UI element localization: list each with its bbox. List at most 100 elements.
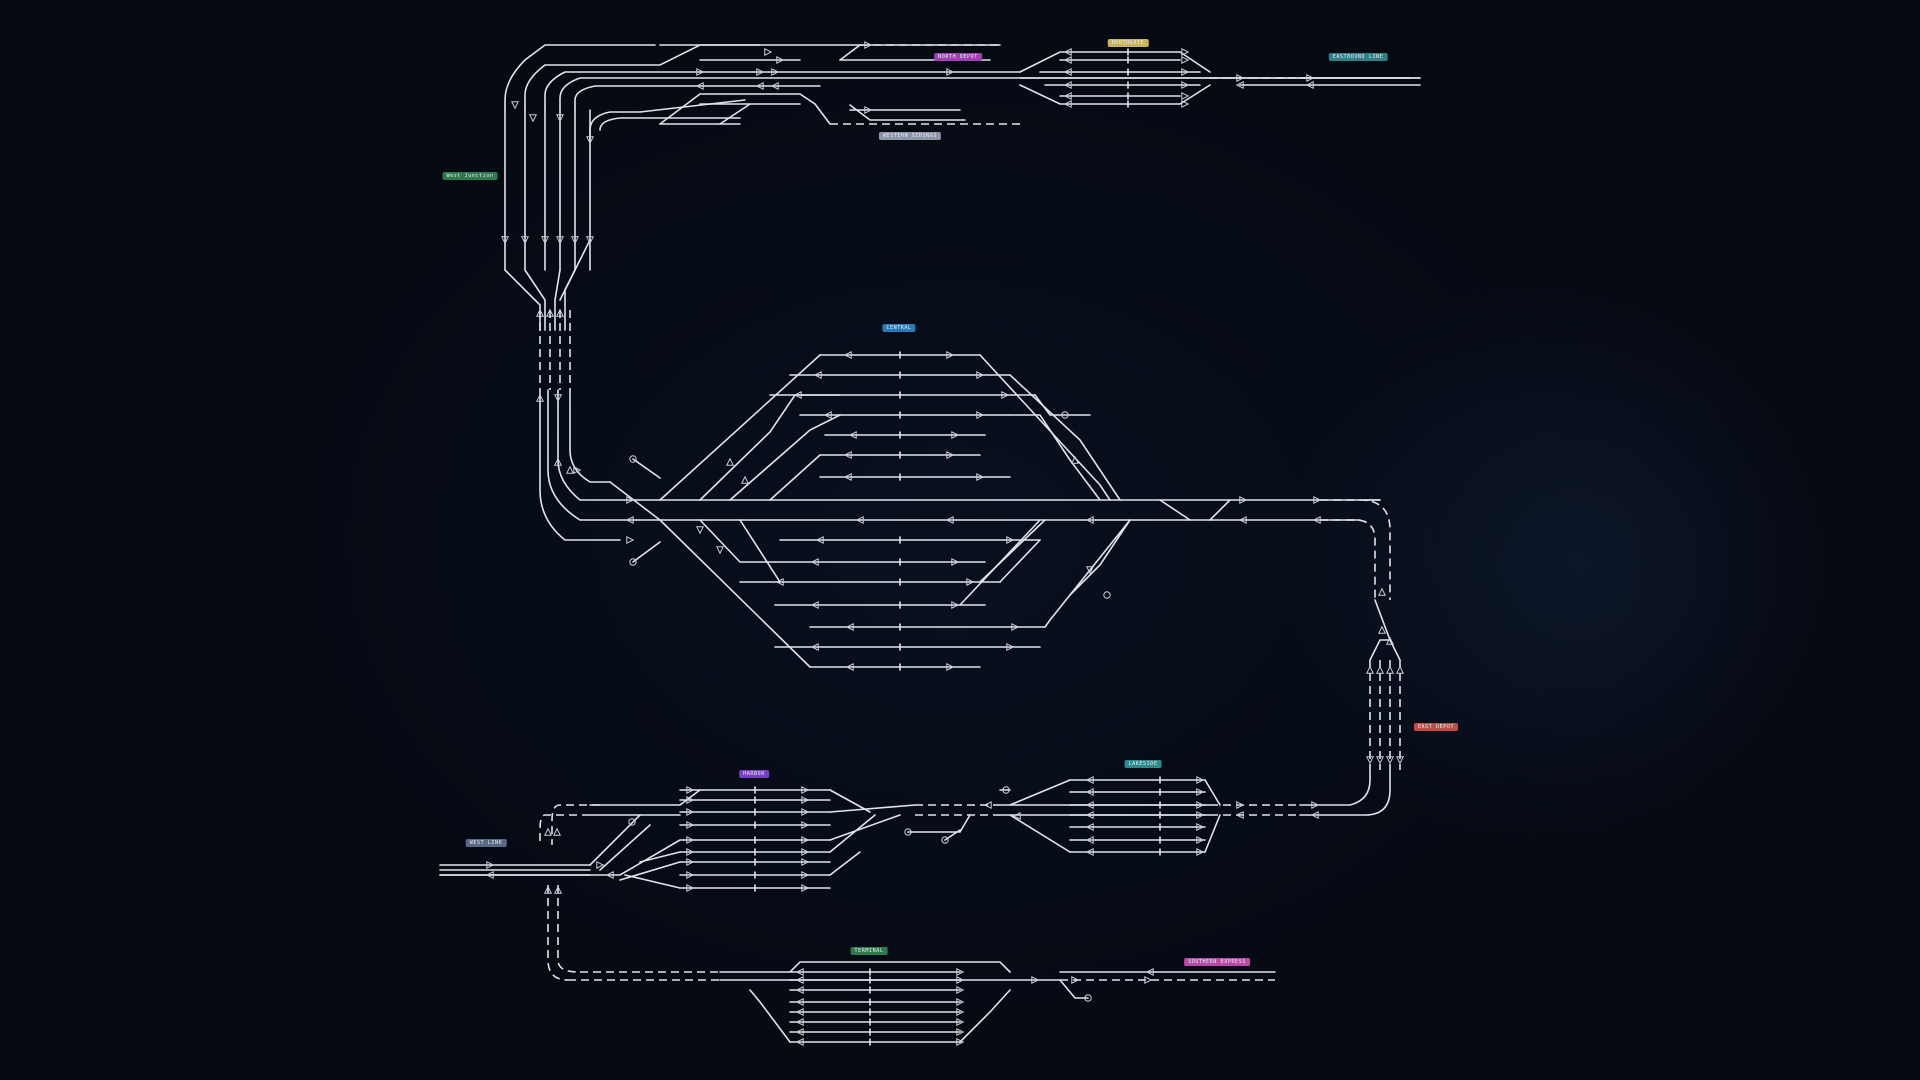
signal-icon[interactable] (810, 642, 819, 652)
signal-icon[interactable] (956, 1017, 965, 1027)
south-terminal-siding[interactable] (1059, 979, 1089, 999)
signal-icon[interactable] (596, 860, 605, 870)
signal-icon[interactable] (810, 557, 819, 567)
signal-icon[interactable] (1365, 665, 1375, 674)
signal-icon[interactable] (945, 515, 954, 525)
signal-icon[interactable] (1181, 67, 1190, 77)
south-a-west-3[interactable] (619, 861, 681, 881)
signal-icon[interactable] (1001, 390, 1010, 400)
south-a-west-2[interactable] (639, 851, 681, 863)
buffer-stop-icon[interactable] (629, 558, 637, 566)
signal-icon[interactable] (555, 114, 565, 123)
buffer-stop-icon[interactable] (628, 818, 636, 826)
central-crossover-2[interactable] (1209, 499, 1231, 521)
signal-icon[interactable] (545, 308, 555, 317)
central-throat-ne-3[interactable] (1034, 394, 1091, 416)
signal-icon[interactable] (1085, 835, 1094, 845)
signal-icon[interactable] (966, 577, 975, 587)
south-b-throat-3[interactable] (1204, 779, 1221, 806)
signal-icon[interactable] (1063, 91, 1072, 101)
signal-icon[interactable] (535, 308, 545, 317)
signal-icon[interactable] (946, 450, 955, 460)
west-trunk-curve-4[interactable] (569, 389, 611, 483)
south-b-throat-1[interactable] (1009, 779, 1071, 806)
signal-icon[interactable] (695, 526, 705, 535)
signal-icon[interactable] (686, 847, 695, 857)
central-throat-nw-1[interactable] (659, 354, 821, 501)
east-loop-bottom-1[interactable] (1299, 769, 1371, 806)
signal-icon[interactable] (715, 546, 725, 555)
signal-icon[interactable] (1375, 756, 1385, 765)
signal-icon[interactable] (1063, 67, 1072, 77)
ne-platform-lower[interactable] (1019, 84, 1211, 105)
signal-icon[interactable] (1310, 810, 1319, 820)
signal-icon[interactable] (843, 450, 852, 460)
signal-icon[interactable] (795, 1037, 804, 1047)
north-curve-7[interactable] (599, 117, 741, 131)
signal-icon[interactable] (1238, 515, 1247, 525)
south-b-throat-4[interactable] (1204, 814, 1221, 853)
signal-icon[interactable] (1085, 775, 1094, 785)
label-west-branch[interactable]: West Junction (442, 172, 498, 180)
east-vertical-merge[interactable] (1369, 639, 1401, 661)
buffer-stop-icon[interactable] (904, 828, 912, 836)
south-a-throat-5[interactable] (829, 814, 901, 841)
signal-icon[interactable] (801, 785, 810, 795)
label-north-east-line[interactable]: EASTBOUND LINE (1328, 53, 1388, 61)
north-crossing-1[interactable] (659, 93, 701, 125)
label-south-yard-b[interactable]: LAKESIDE (1124, 760, 1162, 768)
signal-icon[interactable] (864, 40, 873, 50)
signal-icon[interactable] (1196, 822, 1205, 832)
signal-icon[interactable] (795, 967, 804, 977)
central-throat-se-2[interactable] (959, 519, 1041, 606)
west-trunk-curve-3[interactable] (557, 389, 601, 501)
signal-icon[interactable] (1085, 515, 1094, 525)
signal-icon[interactable] (486, 860, 495, 870)
south-a-diag-1[interactable] (589, 814, 641, 866)
signal-icon[interactable] (1385, 636, 1395, 645)
north-curve-5[interactable] (574, 85, 821, 111)
signal-icon[interactable] (552, 827, 562, 836)
central-throat-ne-1[interactable] (979, 354, 1111, 501)
south-terminal-throat-1[interactable] (719, 961, 1011, 973)
central-throat-se-5[interactable] (1069, 519, 1131, 596)
west-trunk-link[interactable] (609, 481, 661, 521)
central-siding-w-1[interactable] (632, 458, 661, 479)
signal-icon[interactable] (1313, 495, 1322, 505)
south-a-throat-7[interactable] (829, 851, 861, 876)
west-trunk-curve-2[interactable] (547, 389, 601, 521)
north-line-f[interactable] (639, 99, 746, 113)
signal-icon[interactable] (1385, 756, 1395, 765)
signal-icon[interactable] (1196, 787, 1205, 797)
signal-icon[interactable] (951, 557, 960, 567)
signal-icon[interactable] (956, 967, 965, 977)
signal-icon[interactable] (1181, 80, 1190, 90)
signal-icon[interactable] (776, 55, 785, 65)
signal-icon[interactable] (1196, 775, 1205, 785)
central-throat-ne-2[interactable] (1009, 374, 1121, 501)
signal-icon[interactable] (1070, 455, 1080, 464)
signal-icon[interactable] (795, 1007, 804, 1017)
signal-icon[interactable] (770, 81, 779, 91)
signal-icon[interactable] (1085, 787, 1094, 797)
east-loop-outer-dashed[interactable] (1320, 499, 1391, 600)
south-terminal-throat-3[interactable] (959, 989, 1011, 1043)
signal-icon[interactable] (1071, 975, 1080, 985)
signal-icon[interactable] (485, 870, 494, 880)
signal-icon[interactable] (626, 495, 635, 505)
buffer-stop-icon[interactable] (1084, 994, 1092, 1002)
signal-icon[interactable] (1395, 665, 1405, 674)
signal-icon[interactable] (1236, 73, 1245, 83)
signal-icon[interactable] (1235, 80, 1244, 90)
signal-icon[interactable] (1181, 55, 1190, 65)
signal-icon[interactable] (626, 535, 635, 545)
signal-icon[interactable] (1196, 800, 1205, 810)
south-west-dashed-loop[interactable] (539, 814, 590, 845)
signal-icon[interactable] (848, 430, 857, 440)
buffer-stop-icon[interactable] (1002, 786, 1010, 794)
signal-icon[interactable] (1235, 810, 1244, 820)
central-throat-sw-2[interactable] (699, 519, 776, 563)
signal-icon[interactable] (520, 236, 530, 245)
signal-icon[interactable] (1063, 47, 1072, 57)
